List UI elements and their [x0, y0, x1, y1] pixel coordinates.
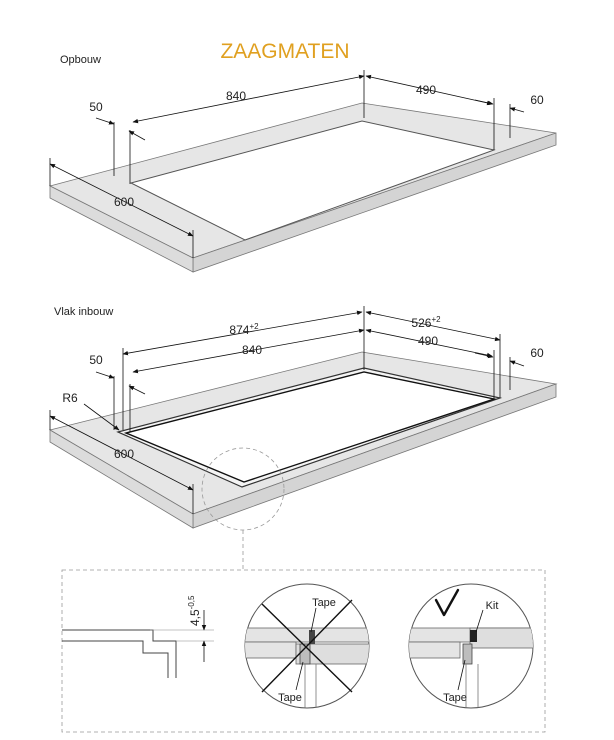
- section-label-surface: Opbouw: [60, 54, 101, 66]
- kit-label: Kit: [486, 600, 499, 612]
- countertop-flush-mount: [48, 351, 558, 529]
- checkmark-icon: [434, 588, 460, 617]
- countertop-surface-mount: [48, 102, 557, 273]
- tape-label-bottom: Tape: [278, 692, 302, 704]
- depth-tolerance: -0,5: [187, 595, 196, 609]
- dim-600-flush: 600: [114, 447, 134, 461]
- dimension-lines-surface: [49, 70, 525, 258]
- dim-50-top: 50: [89, 100, 103, 114]
- dim-490-top: 490: [416, 83, 436, 97]
- dim-490-flush: 490: [418, 334, 438, 348]
- depth-value: 4,5: [188, 609, 202, 626]
- diagram-title: ZAAGMATEN: [220, 40, 349, 63]
- section-label-flush: Vlak inbouw: [54, 306, 113, 318]
- dim-874-tolerance: +2: [249, 322, 259, 331]
- dim-526-value: 526: [411, 316, 431, 330]
- detail-wrong: [244, 583, 370, 709]
- detail-correct: [408, 583, 534, 709]
- dim-50-flush: 50: [89, 353, 103, 367]
- dim-526-tolerance: +2: [431, 315, 441, 324]
- cross-line-b: [261, 599, 353, 693]
- dim-600-top: 600: [114, 195, 134, 209]
- dim-874: 874+2: [229, 322, 259, 337]
- cross-line-a: [261, 603, 353, 693]
- profile-section: [62, 610, 214, 678]
- dim-526: 526+2: [411, 315, 441, 330]
- tape-label-top: Tape: [312, 597, 336, 609]
- dim-60-flush: 60: [530, 346, 544, 360]
- dim-60-top: 60: [530, 93, 544, 107]
- dim-840-top: 840: [226, 89, 246, 103]
- tape-label-correct: Tape: [443, 692, 467, 704]
- dimension-lines-flush: [49, 306, 525, 514]
- dim-874-value: 874: [229, 323, 249, 337]
- radius-label: R6: [62, 391, 78, 405]
- depth-dimension: 4,5-0,5: [187, 595, 202, 626]
- dim-840-flush: 840: [242, 343, 262, 357]
- detail-box: [61, 569, 546, 733]
